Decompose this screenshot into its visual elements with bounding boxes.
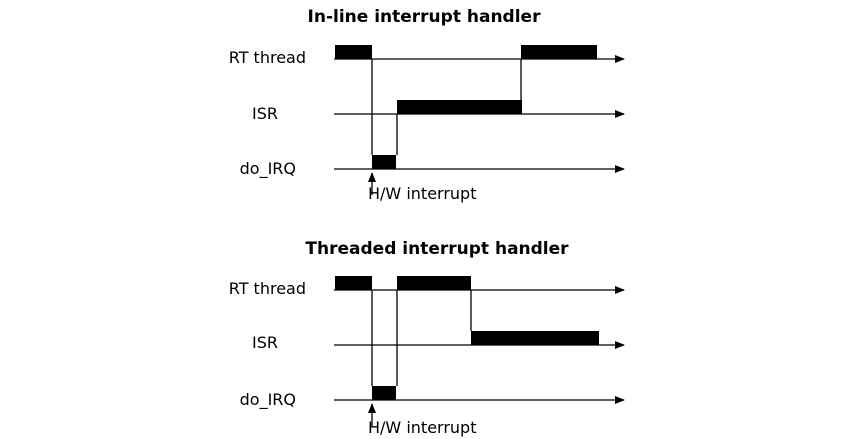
threaded-panel: Threaded interrupt handler RT thread ISR…: [229, 239, 625, 437]
inline-panel-title: In-line interrupt handler: [308, 7, 542, 27]
threaded-hw-interrupt-label: H/W interrupt: [368, 418, 476, 437]
threaded-rt-thread-active-segment: [397, 276, 471, 290]
inline-hw-interrupt-label: H/W interrupt: [368, 184, 476, 203]
threaded-rt-thread-active-segment: [335, 276, 372, 290]
inline-lane-label-do-irq: do_IRQ: [240, 159, 296, 179]
inline-lane-label-rt-thread: RT thread: [229, 48, 306, 67]
threaded-lane-label-do-irq: do_IRQ: [240, 390, 296, 410]
threaded-lane-label-isr: ISR: [252, 333, 278, 352]
threaded-isr-active-segment: [471, 331, 599, 345]
inline-isr-active-segment: [397, 100, 522, 114]
threaded-panel-title: Threaded interrupt handler: [305, 239, 569, 259]
threaded-lane-label-rt-thread: RT thread: [229, 279, 306, 298]
inline-rt-thread-active-segment: [335, 45, 372, 59]
inline-lane-label-isr: ISR: [252, 104, 278, 123]
inline-rt-thread-active-segment: [521, 45, 597, 59]
threaded-do-irq-active-segment: [372, 386, 396, 400]
inline-panel: In-line interrupt handler RT thread ISR …: [229, 7, 625, 203]
inline-do-irq-active-segment: [372, 155, 396, 169]
